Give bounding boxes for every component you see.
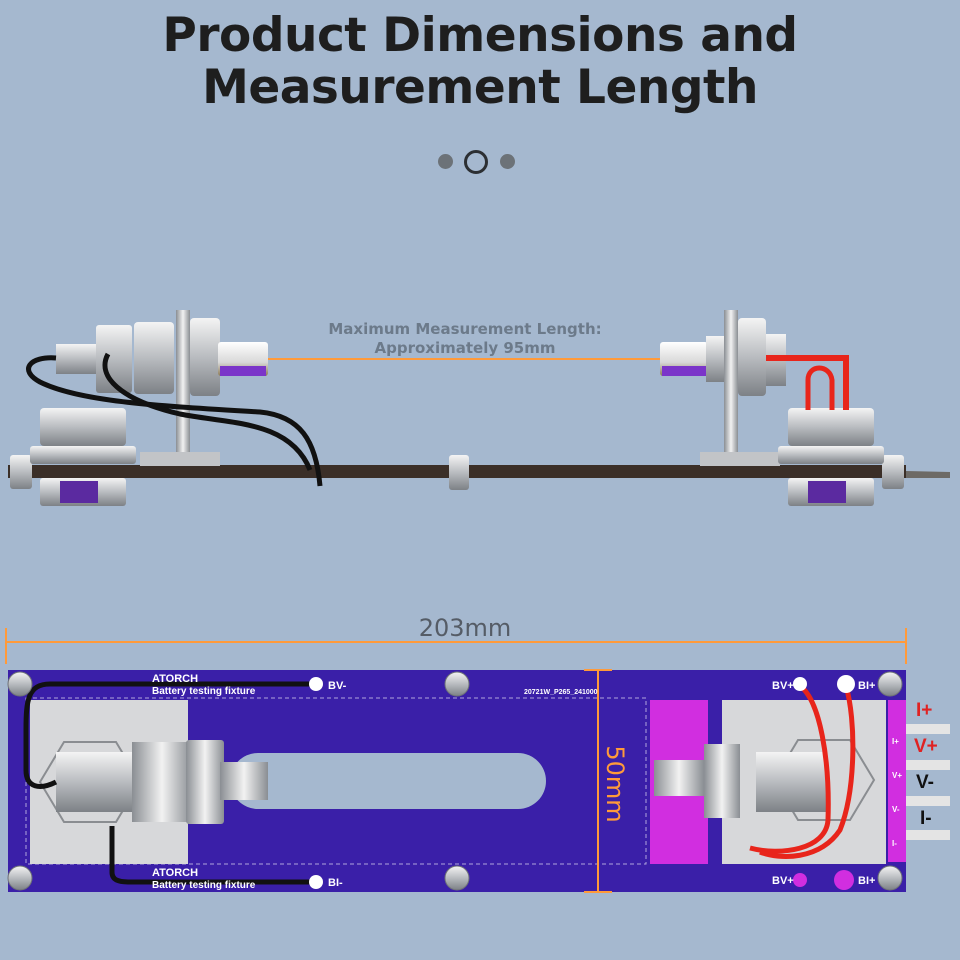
terminal-label-i-plus: I+: [916, 700, 932, 721]
carousel-dot-3[interactable]: [500, 154, 515, 169]
pad-label-bi-plus-bottom: BI+: [858, 875, 875, 887]
top-red-wire-1: [749, 683, 831, 854]
pcb-brand-bottom: ATORCH: [152, 867, 198, 879]
page-title: Product Dimensions and Measurement Lengt…: [0, 10, 960, 114]
edge-label-v-plus: V+: [892, 771, 902, 780]
center-screw: [449, 455, 469, 490]
terminal-label-v-plus: V+: [914, 736, 938, 757]
measurement-label-line-1: Maximum Measurement Length:: [328, 320, 602, 338]
top-red-wire-2: [759, 685, 856, 859]
pad-label-bi-plus: BI+: [858, 680, 875, 692]
top-black-wire-2: [109, 826, 316, 885]
edge-label-i-minus: I-: [892, 839, 897, 848]
edge-label-v-minus: V-: [892, 805, 900, 814]
pad-label-bv-minus: BV-: [328, 680, 347, 692]
carousel-dot-1[interactable]: [438, 154, 453, 169]
width-dimension-label: 50mm: [601, 745, 629, 823]
right-red-wire: [766, 355, 849, 410]
pad-label-bv-plus-bottom: BV+: [772, 875, 794, 887]
terminal-label-i-minus: I-: [920, 808, 932, 829]
left-probe-top: [220, 762, 268, 800]
edge-label-i-plus: I+: [892, 737, 899, 746]
pcb-brand-top: ATORCH: [152, 673, 198, 685]
pcb-board-name-bottom: Battery testing fixture: [152, 880, 256, 891]
pad-label-bv-plus: BV+: [772, 680, 794, 692]
pad-label-bi-minus: BI-: [328, 877, 343, 889]
title-line-1: Product Dimensions and: [162, 8, 798, 63]
length-dimension-label: 203mm: [418, 614, 512, 642]
carousel-dot-2-active[interactable]: [464, 150, 488, 174]
pcb-board-name-top: Battery testing fixture: [152, 686, 256, 697]
left-black-wire-2: [102, 352, 313, 471]
carousel-pagination: [432, 149, 528, 174]
terminal-label-v-minus: V-: [916, 772, 934, 793]
right-probe-top: [654, 760, 704, 796]
pcb-slot: [230, 753, 546, 809]
left-bracket: [176, 310, 190, 466]
title-line-2: Measurement Length: [202, 60, 758, 115]
measurement-length-label: Maximum Measurement Length: Approximatel…: [300, 320, 630, 358]
pcb-part-code: 20721W_P265_241000: [524, 689, 598, 696]
top-view-fixture: ATORCH Battery testing fixture ATORCH Ba…: [5, 628, 950, 893]
side-view-fixture: [8, 310, 950, 506]
measurement-label-line-2: Approximately 95mm: [374, 339, 556, 357]
top-black-wire-1: [23, 681, 316, 789]
right-bracket: [724, 310, 738, 466]
